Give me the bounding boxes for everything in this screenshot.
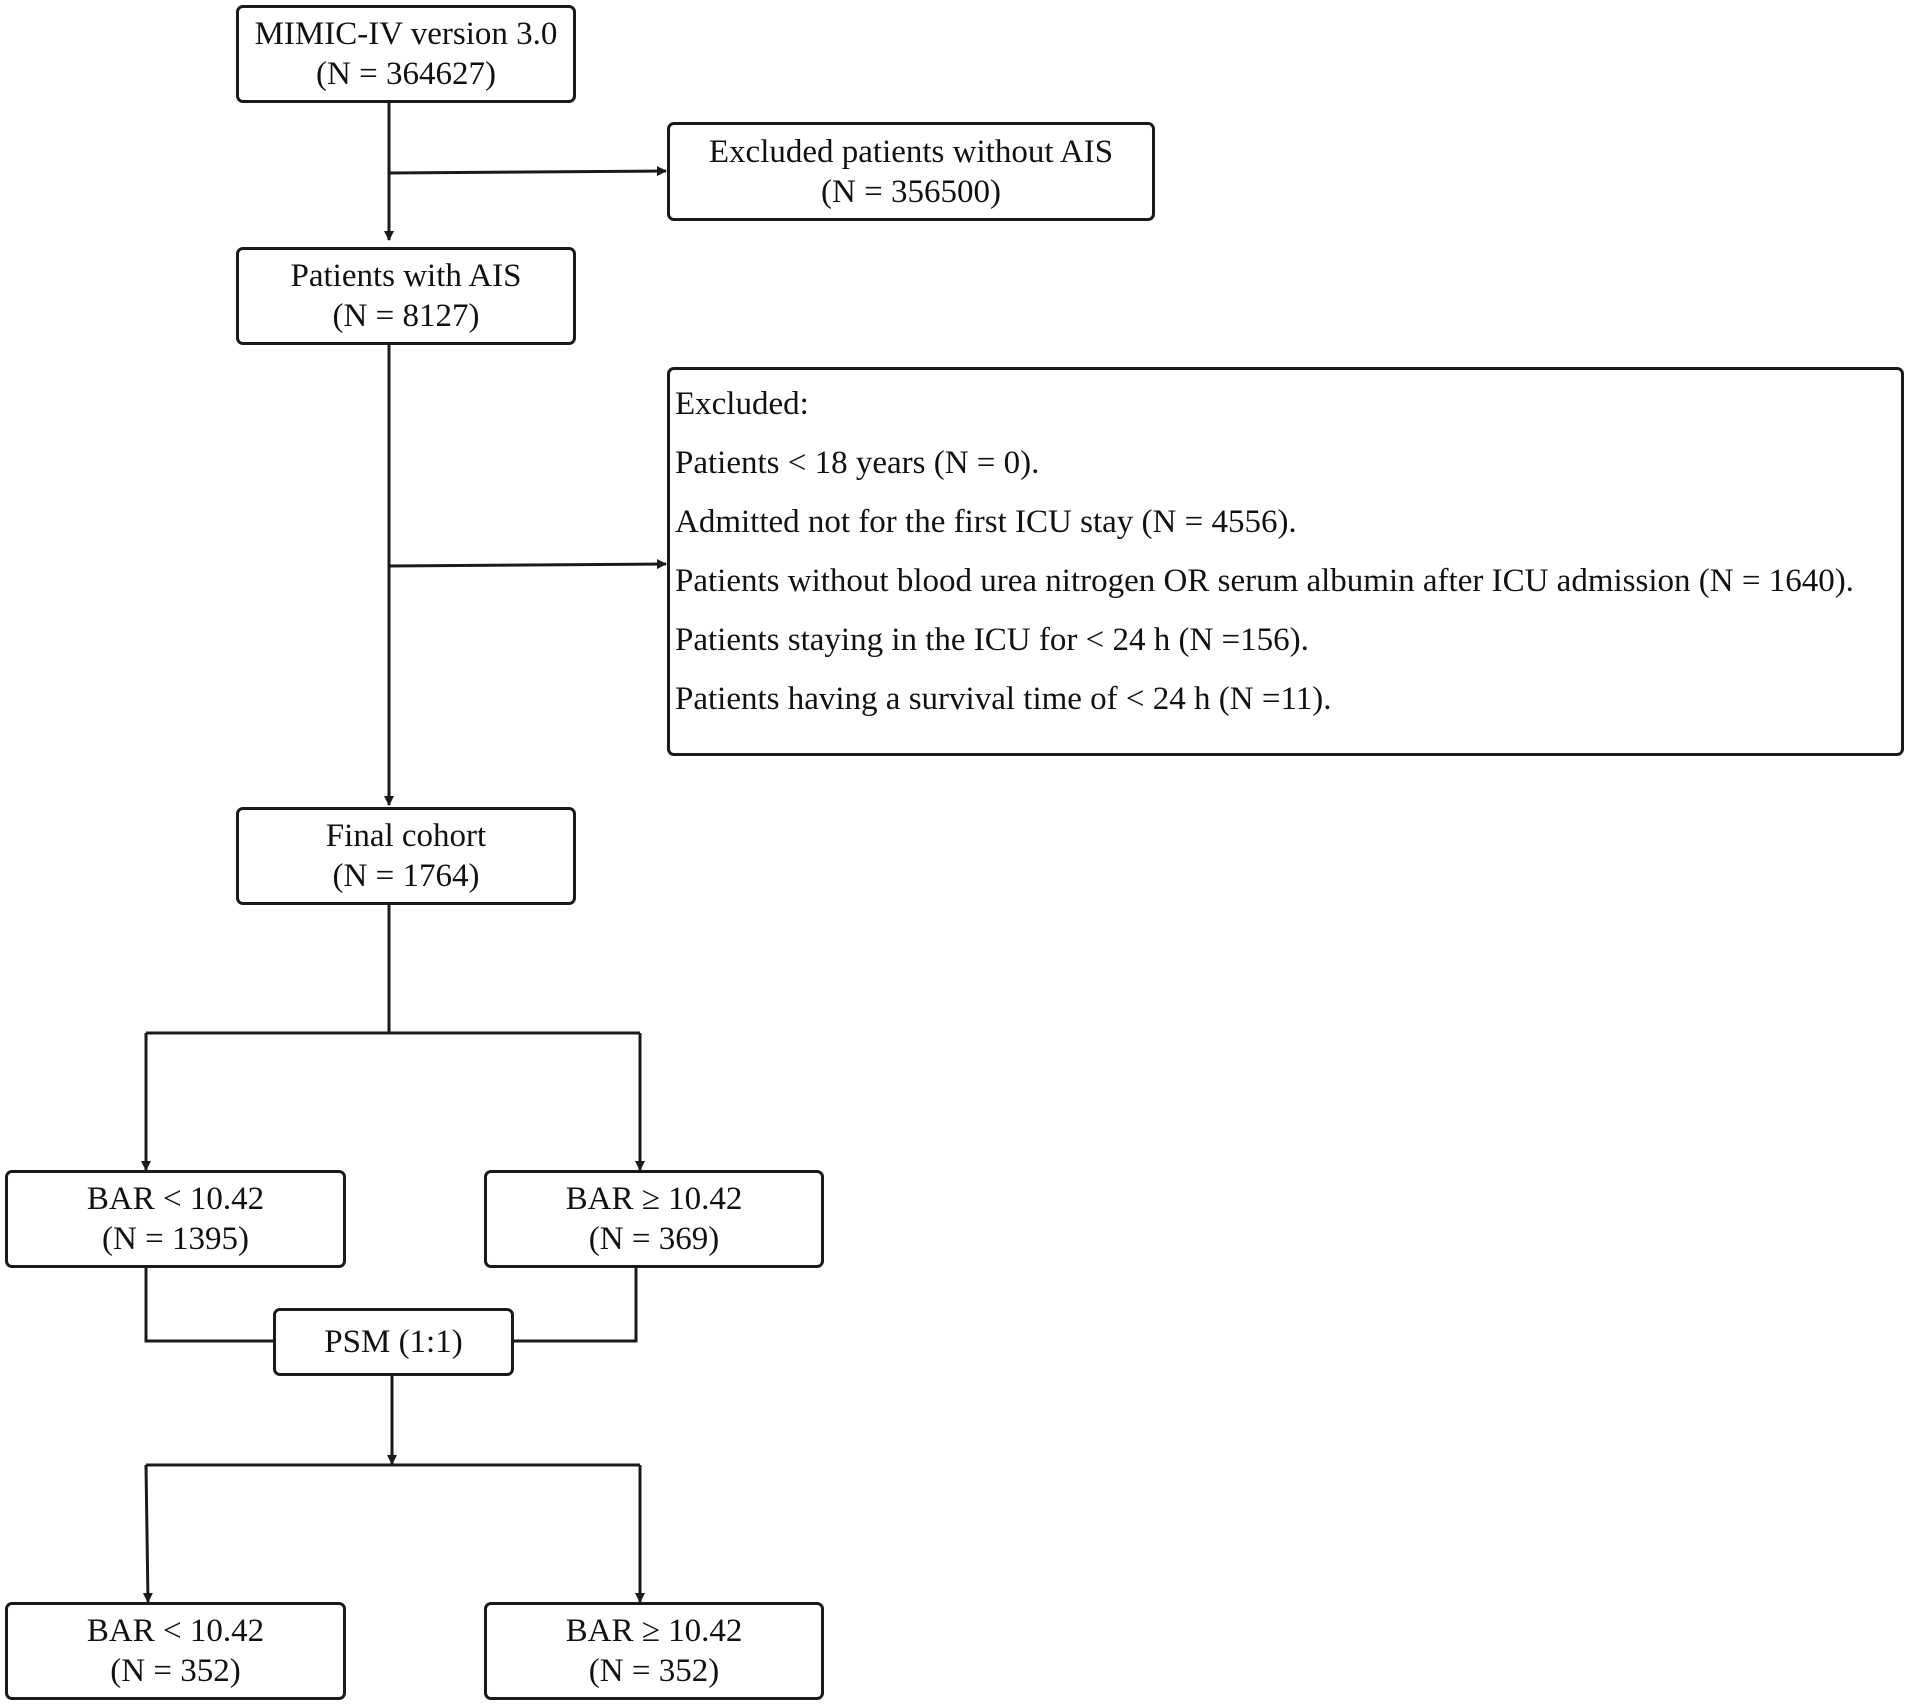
exclusion-item: Admitted not for the first ICU stay (N =…	[675, 504, 1297, 540]
bar-low-pre-count: (N = 1395)	[102, 1221, 249, 1257]
connector-to-bar-low-post	[142, 1464, 153, 1603]
psm-label: PSM (1:1)	[324, 1324, 463, 1360]
bar-high-post-box: BAR ≥ 10.42 (N = 352)	[484, 1602, 824, 1700]
bar-low-pre-box: BAR < 10.42 (N = 1395)	[5, 1170, 346, 1268]
bar-high-pre-label: BAR ≥ 10.42	[565, 1181, 743, 1217]
connector-bar-low-to-psm	[144, 1268, 274, 1343]
exclusion-item: Patients without blood urea nitrogen OR …	[675, 563, 1854, 599]
source-count: (N = 364627)	[316, 56, 496, 92]
final-cohort-label: Final cohort	[325, 818, 487, 854]
patients-ais-label: Patients with AIS	[290, 258, 522, 294]
connector-bar-high-to-psm	[513, 1268, 638, 1343]
bar-low-pre-label: BAR < 10.42	[86, 1181, 265, 1217]
connector-to-exclusions	[388, 559, 667, 570]
exclusion-item: Patients staying in the ICU for < 24 h (…	[675, 622, 1309, 658]
excluded-no-ais-label: Excluded patients without AIS	[708, 133, 1114, 170]
bar-high-pre-box: BAR ≥ 10.42 (N = 369)	[484, 1170, 824, 1268]
connector-to-excluded-no-ais	[388, 166, 667, 177]
bar-high-post-label: BAR ≥ 10.42	[565, 1613, 743, 1649]
bar-low-post-box: BAR < 10.42 (N = 352)	[5, 1602, 346, 1700]
bar-high-post-count: (N = 352)	[588, 1653, 720, 1689]
excluded-no-ais-box: Excluded patients without AIS (N = 35650…	[667, 122, 1155, 221]
excluded-no-ais-count: (N = 356500)	[821, 173, 1001, 210]
final-cohort-count: (N = 1764)	[332, 858, 480, 894]
source-label: MIMIC-IV version 3.0	[254, 16, 558, 52]
exclusions-title: Excluded:	[675, 386, 809, 422]
final-cohort-box: Final cohort (N = 1764)	[236, 807, 576, 905]
source-box: MIMIC-IV version 3.0 (N = 364627)	[236, 5, 576, 103]
patients-ais-box: Patients with AIS (N = 8127)	[236, 247, 576, 345]
bar-low-post-count: (N = 352)	[110, 1653, 241, 1689]
bar-low-post-label: BAR < 10.42	[86, 1613, 265, 1649]
exclusion-item: Patients < 18 years (N = 0).	[675, 445, 1040, 481]
patients-ais-count: (N = 8127)	[332, 298, 480, 334]
psm-box: PSM (1:1)	[273, 1308, 514, 1376]
exclusion-item: Patients having a survival time of < 24 …	[675, 681, 1332, 717]
exclusions-box: Excluded: Patients < 18 years (N = 0). A…	[667, 367, 1904, 756]
bar-high-pre-count: (N = 369)	[588, 1221, 720, 1257]
